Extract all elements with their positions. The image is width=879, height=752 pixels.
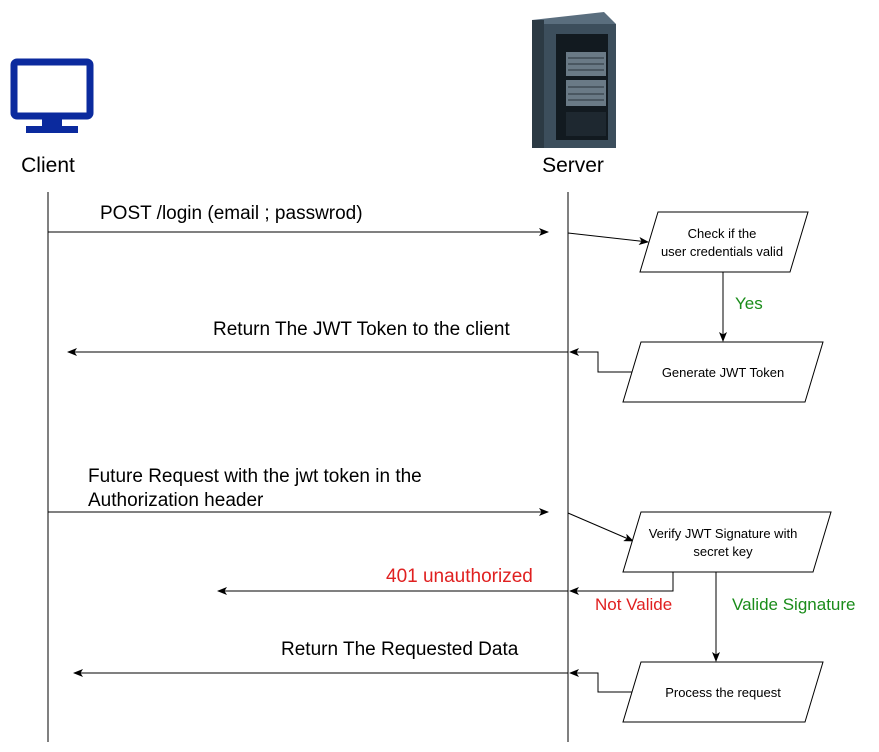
client-label: Client xyxy=(21,154,75,177)
process-request-label: Process the request xyxy=(665,685,781,700)
message-return-token: Return The JWT Token to the client xyxy=(213,319,510,340)
arrow-to-check xyxy=(567,232,649,245)
message-future-request-line1: Future Request with the jwt token in the xyxy=(88,466,422,487)
process-check-credentials xyxy=(639,211,809,273)
condition-not-valide: Not Valide xyxy=(595,595,672,614)
process-check-line1: Check if the xyxy=(688,226,757,241)
arrow-process-to-server xyxy=(569,669,632,693)
condition-valide-signature: Valide Signature xyxy=(732,595,856,614)
message-unauthorized: 401 unauthorized xyxy=(386,566,533,587)
process-verify-line1: Verify JWT Signature with xyxy=(649,526,798,541)
process-verify-signature xyxy=(622,511,832,573)
process-verify-line2: secret key xyxy=(693,544,753,559)
arrow-generate-to-server xyxy=(569,348,632,373)
process-handle-request xyxy=(622,661,824,723)
process-check-line2: user credentials valid xyxy=(661,244,783,259)
server-rack-icon xyxy=(532,12,616,148)
arrow-not-valide xyxy=(569,572,674,595)
server-label: Server xyxy=(542,154,604,177)
arrow-to-verify xyxy=(567,512,634,542)
monitor-icon xyxy=(10,58,94,133)
process-generate-token xyxy=(622,341,824,403)
message-login: POST /login (email ; passwrod) xyxy=(100,203,363,224)
condition-yes: Yes xyxy=(735,294,763,313)
message-future-request-line2: Authorization header xyxy=(88,490,264,511)
process-generate-label: Generate JWT Token xyxy=(662,365,784,380)
message-return-data: Return The Requested Data xyxy=(281,639,519,660)
